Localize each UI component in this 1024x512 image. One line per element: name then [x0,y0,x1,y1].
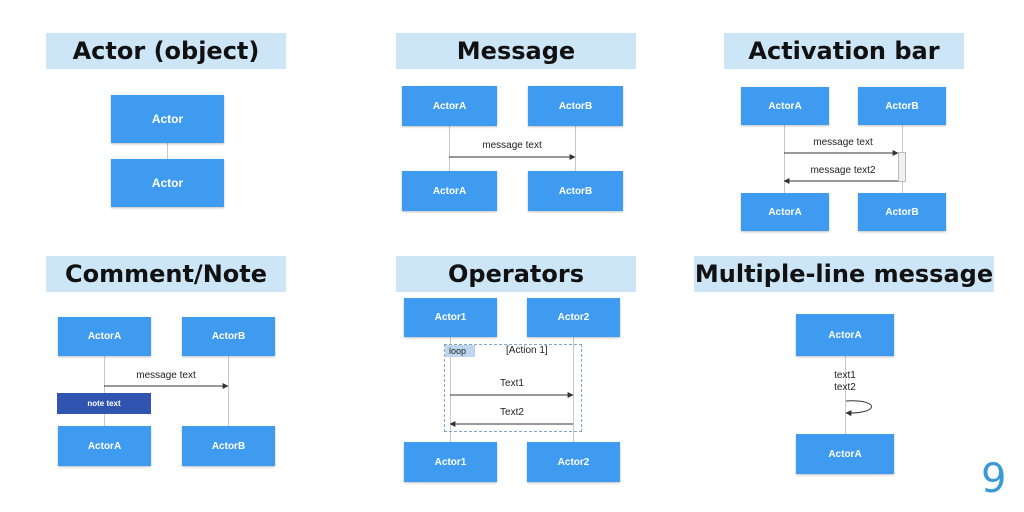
operators-actor-2-top: Actor2 [527,298,620,337]
title-operators: Operators [396,256,636,292]
title-comment-note: Comment/Note [46,256,286,292]
operators-lifeline-1 [450,337,451,442]
message-actor-b-top: ActorB [528,86,623,126]
multiline-lifeline [845,356,846,434]
multiline-text-2: text2 [834,382,856,393]
message-actor-a-bottom: ActorA [402,171,497,211]
title-activation-bar: Activation bar [724,33,964,69]
comment-message-label: message text [136,370,196,381]
message-label: message text [482,140,542,151]
comment-lifeline-b [228,356,229,426]
activation-actor-b-bottom: ActorB [858,193,946,231]
comment-actor-b-bottom: ActorB [182,426,275,466]
activation-bar [898,152,906,182]
actor-lifeline [167,143,168,159]
page-number: 9 [981,456,1007,502]
message-actor-a-top: ActorA [402,86,497,126]
operators-label-1: Text1 [500,378,524,389]
loop-frame [444,344,582,432]
self-message-arrow [845,400,872,417]
activation-label-1: message text [813,137,873,148]
actor-box-top: Actor [111,95,224,143]
title-actor-object: Actor (object) [46,33,286,69]
activation-actor-b-top: ActorB [858,87,946,125]
activation-lifeline-a [784,125,785,193]
multiline-text-1: text1 [834,370,856,381]
multiline-actor-bottom: ActorA [796,434,894,474]
comment-actor-a-top: ActorA [58,317,151,356]
operators-lifeline-2 [573,337,574,442]
multiline-actor-top: ActorA [796,314,894,356]
comment-actor-b-top: ActorB [182,317,275,356]
activation-actor-a-top: ActorA [741,87,829,125]
message-actor-b-bottom: ActorB [528,171,623,211]
actor-box-bottom: Actor [111,159,224,207]
operators-actor-1-top: Actor1 [404,298,497,337]
loop-tag: loop [445,345,475,357]
operators-actor-2-bottom: Actor2 [527,442,620,482]
comment-actor-a-bottom: ActorA [58,426,151,466]
title-message: Message [396,33,636,69]
activation-actor-a-bottom: ActorA [741,193,829,231]
operators-actor-1-bottom: Actor1 [404,442,497,482]
message-lifeline-b [575,126,576,171]
operators-label-2: Text2 [500,407,524,418]
activation-label-2: message text2 [810,165,876,176]
note-box: note text [57,393,151,414]
title-multiple-line-message: Multiple-line message [694,256,994,292]
message-lifeline-a [449,126,450,171]
comment-lifeline-a [104,356,105,426]
loop-guard: [Action 1] [506,345,548,356]
